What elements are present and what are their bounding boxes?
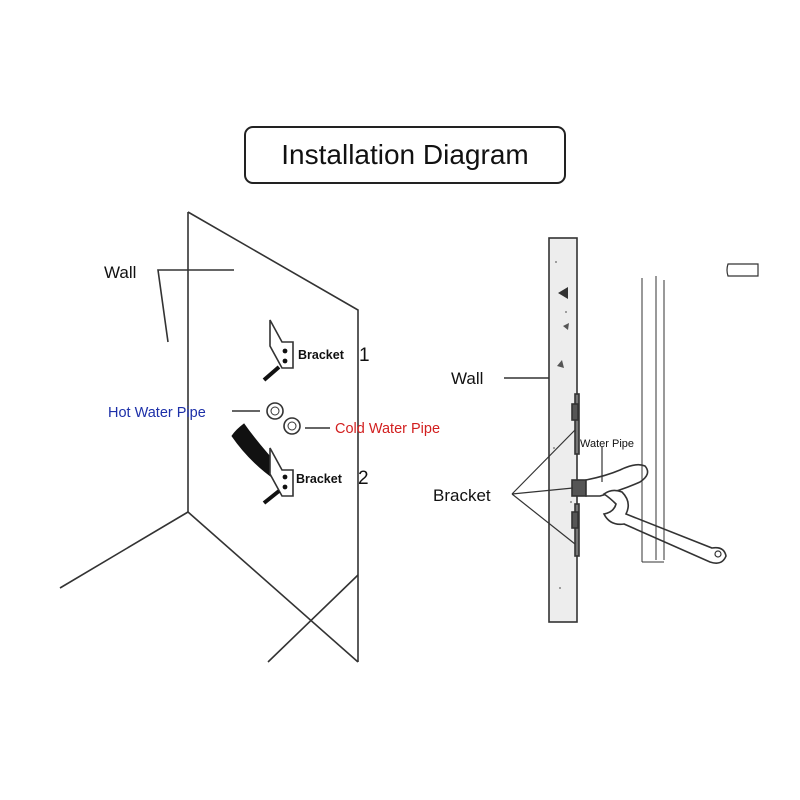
- water-pipe-label: Water Pipe: [580, 438, 634, 450]
- wall-cross-section: [548, 237, 578, 623]
- wall-bottom-edge: [187, 511, 359, 663]
- wall-speck-1: [558, 287, 568, 299]
- cold-water-pipe-inner: [287, 421, 297, 431]
- bracket-2: [262, 447, 294, 505]
- bracket-profile-top-plate: [574, 393, 580, 455]
- bracket-2-plate: [269, 447, 294, 497]
- water-pipes: [232, 402, 330, 435]
- step-1-label: 1: [359, 345, 370, 366]
- bracket-2-hole-top: [282, 474, 288, 480]
- step-2-label: 2: [358, 468, 369, 489]
- wall-speck-2: [563, 323, 569, 330]
- wrench-hole: [714, 550, 722, 558]
- bracket-2-hole-bottom: [282, 484, 288, 490]
- bracket-leader-lower: [511, 493, 576, 545]
- wall-dot-1: [555, 261, 557, 263]
- hot-water-pipe-label: Hot Water Pipe: [108, 405, 206, 421]
- pipe-fitting: [571, 479, 587, 497]
- diagram-title: Installation Diagram: [244, 126, 566, 184]
- bracket-1-hole-bottom: [282, 358, 288, 364]
- wrench: [602, 489, 727, 564]
- bracket-1-plate: [269, 319, 294, 369]
- bracket-1-screw: [262, 365, 281, 382]
- cold-water-pipe: [283, 417, 301, 435]
- bracket-profile-bottom: [571, 503, 580, 557]
- wall-panel-outline: [187, 211, 359, 662]
- bracket-2-screw: [262, 489, 281, 505]
- left-wall-label: Wall: [104, 263, 136, 282]
- bracket-1-hole-top: [282, 348, 288, 354]
- title-text: Installation Diagram: [281, 139, 529, 170]
- bracket-leader-middle: [511, 487, 574, 495]
- bracket-leader-upper: [511, 429, 576, 495]
- hot-water-pipe-inner: [270, 406, 280, 416]
- cold-water-pipe-label: Cold Water Pipe: [335, 421, 440, 437]
- left-figure: [59, 211, 359, 663]
- wall-dot-5: [559, 587, 561, 589]
- bracket-2-label: Bracket: [296, 472, 343, 486]
- water-pipe: [585, 463, 649, 497]
- fixture-handle: [726, 263, 759, 277]
- wall-speck-3: [557, 360, 564, 368]
- wall-label-leader: [157, 269, 234, 343]
- right-bracket-label: Bracket: [433, 486, 491, 505]
- right-figure: [504, 237, 759, 623]
- wall-dot-2: [565, 311, 567, 313]
- right-wall-label: Wall: [451, 369, 483, 388]
- bracket-profile-top-tab: [571, 403, 579, 421]
- bracket-1-label: Bracket: [298, 348, 345, 362]
- bracket-profile-top: [571, 393, 580, 455]
- bracket-profile-bottom-tab: [571, 511, 579, 529]
- wall-dot-4: [570, 501, 572, 503]
- hot-water-pipe: [266, 402, 284, 420]
- bracket-profile-bottom-plate: [574, 503, 580, 557]
- wall-dot-3: [553, 447, 555, 449]
- bracket-1: [262, 319, 294, 382]
- floor-line-left: [59, 511, 189, 589]
- floor-line-front: [267, 574, 359, 663]
